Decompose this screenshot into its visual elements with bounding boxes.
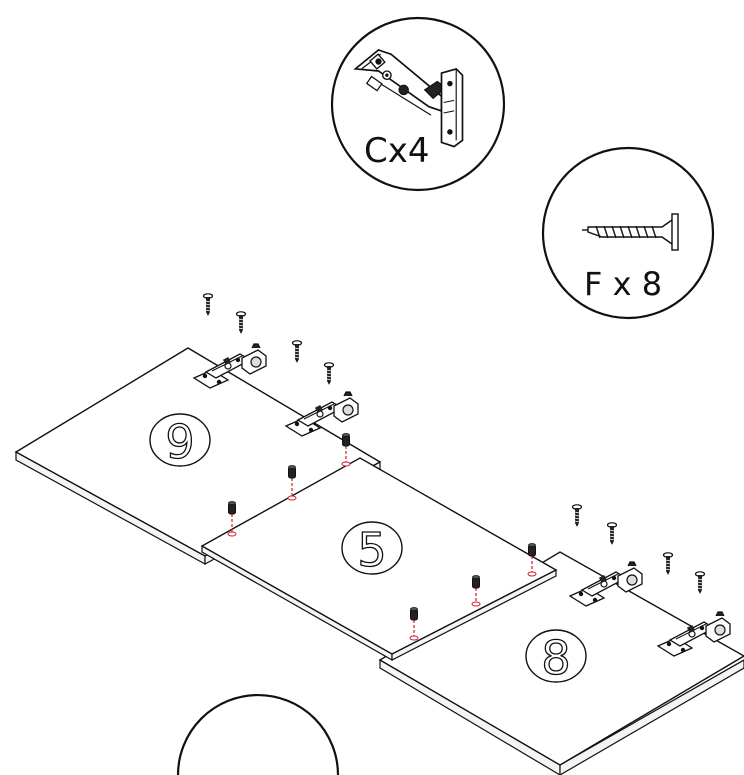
screw bbox=[571, 504, 583, 527]
screw bbox=[323, 362, 335, 385]
panel-5-number: 5 bbox=[357, 523, 386, 577]
screw bbox=[235, 311, 247, 334]
dowel-group bbox=[227, 433, 537, 641]
hinge-callout: Cx4 bbox=[330, 16, 506, 192]
hinge-icon bbox=[353, 49, 464, 148]
dowel bbox=[228, 501, 236, 515]
panel-9-number: 9 bbox=[165, 415, 194, 469]
screw bbox=[202, 293, 214, 316]
dowel bbox=[528, 543, 536, 557]
screw-icon bbox=[582, 213, 679, 251]
screw bbox=[694, 571, 706, 594]
screw-count-label: F x 8 bbox=[584, 265, 662, 303]
dowel bbox=[410, 607, 418, 621]
hinge-count-label: Cx4 bbox=[364, 131, 430, 171]
panel-8: 8 bbox=[378, 551, 744, 775]
panel-8-number: 8 bbox=[541, 631, 570, 685]
screw-callout: F x 8 bbox=[541, 146, 715, 320]
screw bbox=[606, 522, 618, 545]
panel-5: 5 bbox=[200, 457, 558, 662]
partial-callout-circle bbox=[176, 693, 340, 775]
screw bbox=[662, 552, 674, 575]
dowel bbox=[472, 575, 480, 589]
dowel bbox=[342, 433, 350, 447]
dowel bbox=[288, 465, 296, 479]
screw bbox=[291, 340, 303, 363]
